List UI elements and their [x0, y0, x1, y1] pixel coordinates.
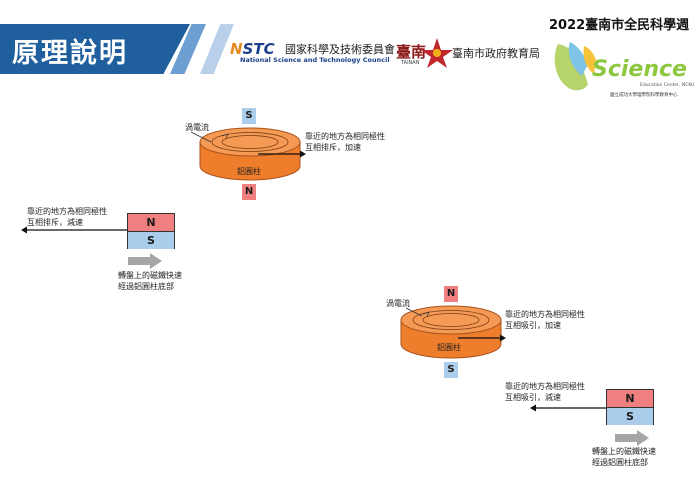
eddy-current-label: 渦電流 [386, 299, 410, 308]
science-logo-sub: Education Center, NCKU [640, 82, 694, 88]
attract-accelerate-label: 靠近的地方為相同極性 互相吸引，加速 [505, 310, 585, 330]
magnet-south: S [128, 232, 174, 249]
force-arrow-left [21, 226, 129, 234]
nstc-name-en: National Science and Technology Council [240, 56, 390, 64]
magnet-north: N [128, 214, 174, 232]
motion-arrow-icon [615, 430, 649, 446]
repel-decelerate-label: 靠近的地方為相同極性 互相排斥，減速 [27, 207, 107, 227]
nstc-name-cn: 國家科學及技術委員會 [285, 43, 395, 56]
bar-magnet-right: N S [606, 389, 654, 425]
event-title: 2022臺南市全民科學週 [549, 18, 690, 33]
tainan-seal-logo: 臺南 [396, 43, 427, 61]
pole-bottom-s: S [444, 362, 458, 378]
eddy-current-pointer [405, 307, 423, 317]
motion-arrow-icon [128, 253, 162, 269]
tainan-bureau-icon [421, 38, 453, 68]
tainan-bureau-name: 臺南市政府教育局 [452, 47, 540, 60]
science-logo: Science Education Center, NCKU 國立成功大學理學院… [554, 42, 694, 98]
aluminum-cylinder-top [199, 127, 301, 181]
cylinder-label: 鋁圓柱 [237, 167, 261, 176]
pole-top-s: S [242, 108, 256, 124]
force-arrow-right [258, 150, 306, 158]
bar-magnet-left: N S [127, 213, 175, 249]
banner-stripe [200, 24, 234, 74]
magnet-south: S [607, 408, 653, 425]
science-logo-text: Science [592, 57, 687, 82]
cylinder-label: 鋁圓柱 [437, 343, 461, 352]
eddy-current-label: 渦電流 [185, 123, 209, 132]
pole-top-n: N [444, 286, 458, 302]
force-arrow-right [458, 334, 506, 342]
page-title: 原理說明 [12, 38, 128, 69]
force-arrow-left [530, 404, 606, 412]
motion-label: 轉盤上的磁鐵快速 經過鋁圓柱底部 [592, 447, 656, 467]
magnet-north: N [607, 390, 653, 408]
pole-bottom-n: N [242, 184, 256, 200]
repel-accelerate-label: 靠近的地方為相同極性 互相排斥，加速 [305, 132, 385, 152]
title-banner [0, 24, 190, 74]
science-logo-org: 國立成功大學理學院科學教育中心 [610, 91, 678, 98]
motion-label: 轉盤上的磁鐵快速 經過鋁圓柱底部 [118, 271, 182, 291]
tainan-seal-caption: TAINAN [401, 60, 420, 66]
eddy-current-pointer [190, 131, 212, 143]
attract-decelerate-label: 靠近的地方為相同極性 互相吸引，減速 [505, 382, 585, 402]
aluminum-cylinder-bottom [400, 305, 502, 359]
nstc-logo: NSTC [230, 40, 275, 58]
